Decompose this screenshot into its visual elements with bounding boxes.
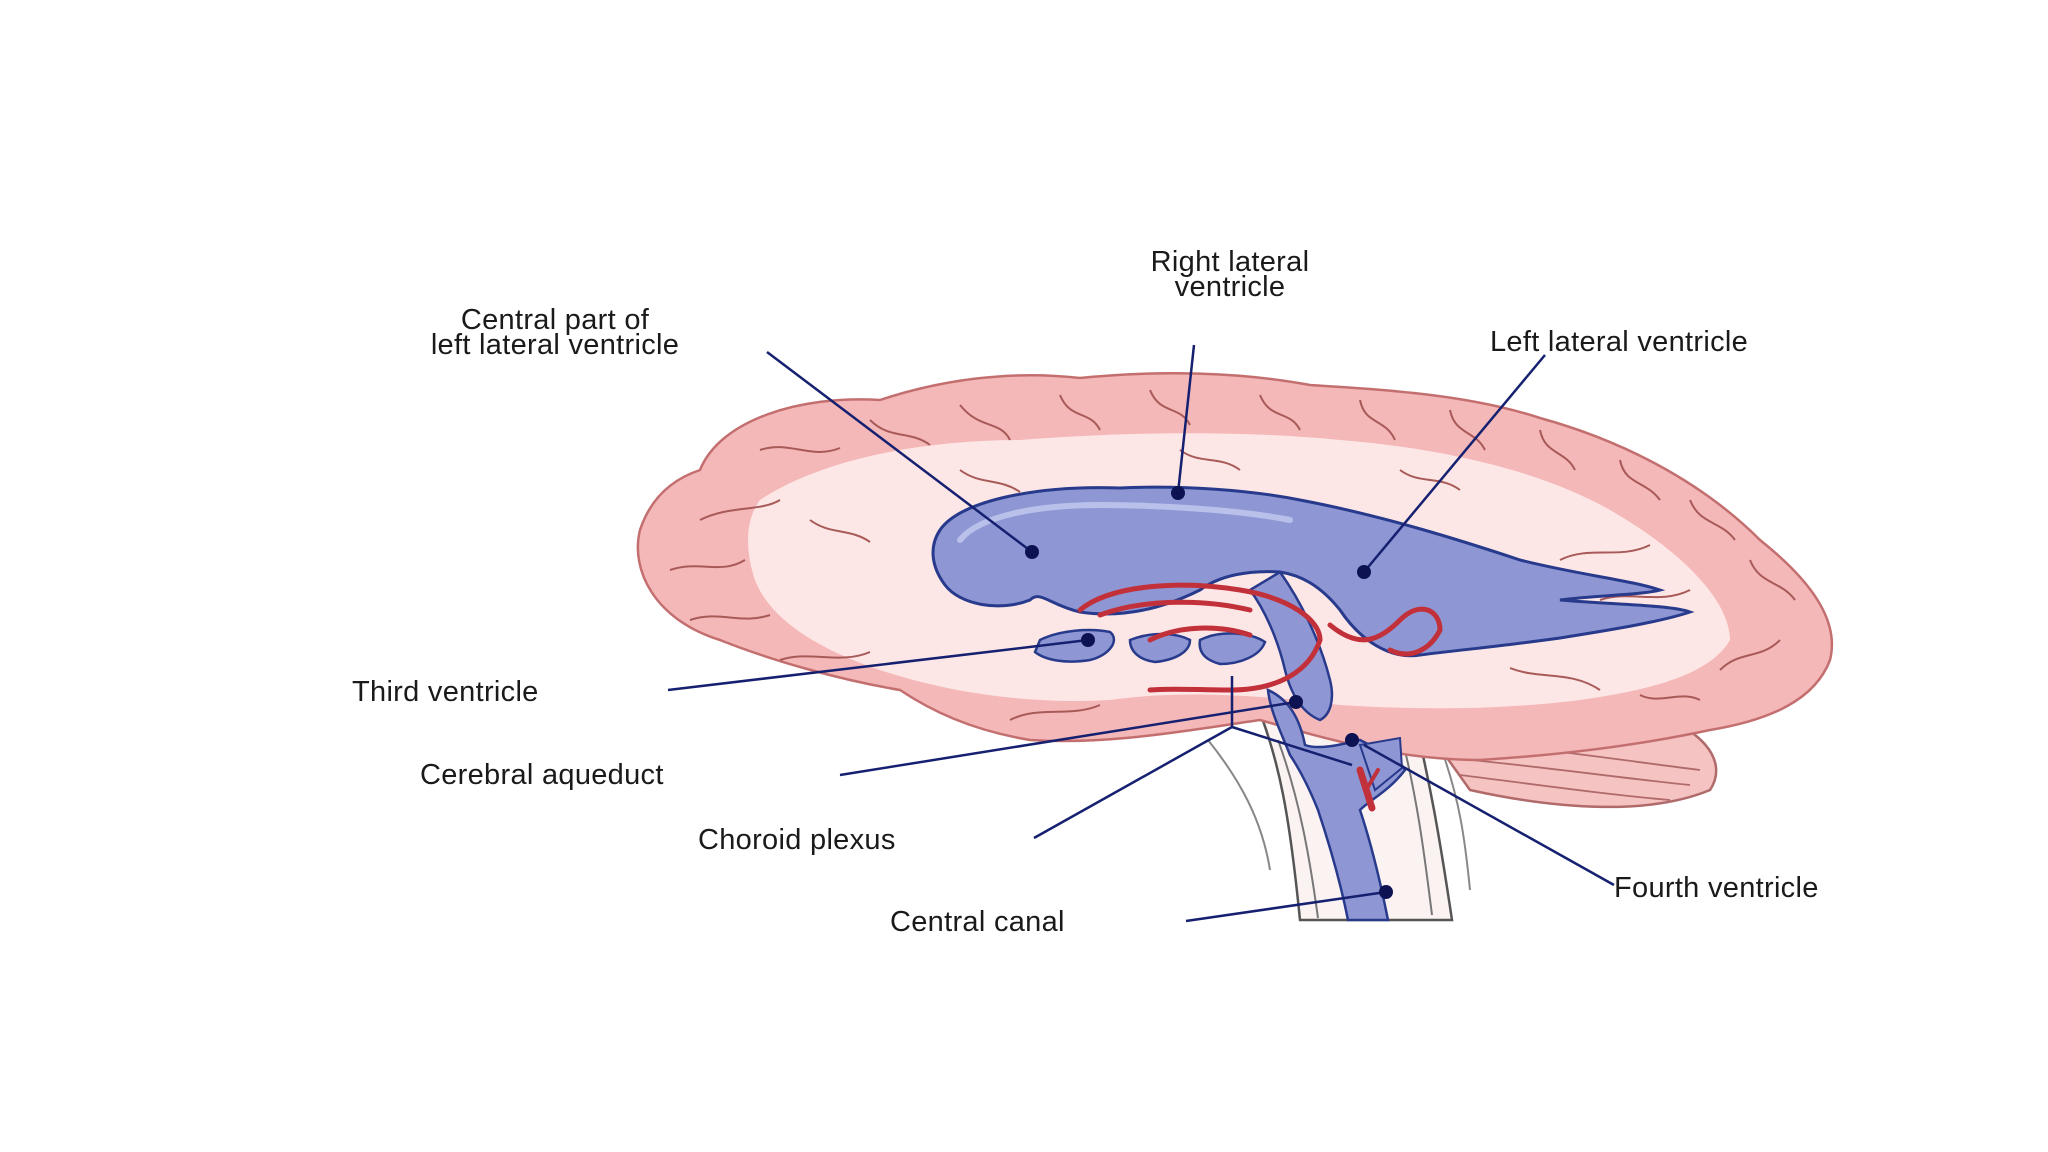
- leader-central-part: [766, 351, 1033, 553]
- label-cerebral-aqueduct: Cerebral aqueduct: [420, 759, 664, 791]
- marker-dots: [1025, 486, 1393, 899]
- leader-fourth-ventricle: [1363, 743, 1615, 887]
- leader-choroid-c: [1231, 725, 1353, 767]
- leader-choroid-a: [1033, 725, 1233, 840]
- label-left-lateral-ventricle: Left lateral ventricle: [1490, 326, 1749, 358]
- dot-central-part: [1025, 545, 1039, 559]
- dot-left-lateral: [1357, 565, 1371, 579]
- dot-fourth-ventricle: [1345, 733, 1359, 747]
- label-central-canal: Central canal: [890, 906, 1065, 938]
- label-central-part-line1: Central part of: [460, 304, 650, 336]
- dot-third-ventricle: [1081, 633, 1095, 647]
- label-choroid-plexus: Choroid plexus: [698, 824, 896, 856]
- dot-central-canal: [1379, 885, 1393, 899]
- leader-left-lateral: [1363, 354, 1546, 573]
- third-ventricle-shape: [1033, 628, 1267, 666]
- leader-third-ventricle: [667, 638, 1089, 692]
- choroid-plexus-shape: [1077, 582, 1443, 812]
- leader-cerebral-aqueduct: [839, 700, 1297, 777]
- label-third-ventricle: Third ventricle: [352, 676, 539, 708]
- label-right-lateral-line2: ventricle: [1174, 271, 1286, 303]
- leader-lines: [667, 344, 1615, 923]
- dot-cerebral-aqueduct: [1289, 695, 1303, 709]
- label-right-lateral-ventricle: Right lateral ventricle: [1095, 246, 1365, 303]
- label-central-part: Central part of left lateral ventricle: [330, 304, 780, 361]
- label-central-part-line2: left lateral ventricle: [430, 329, 680, 361]
- leader-central-canal: [1185, 890, 1387, 923]
- label-fourth-ventricle: Fourth ventricle: [1614, 872, 1819, 904]
- label-right-lateral-line1: Right lateral: [1150, 246, 1310, 278]
- leader-right-lateral: [1176, 344, 1196, 494]
- dot-right-lateral: [1171, 486, 1185, 500]
